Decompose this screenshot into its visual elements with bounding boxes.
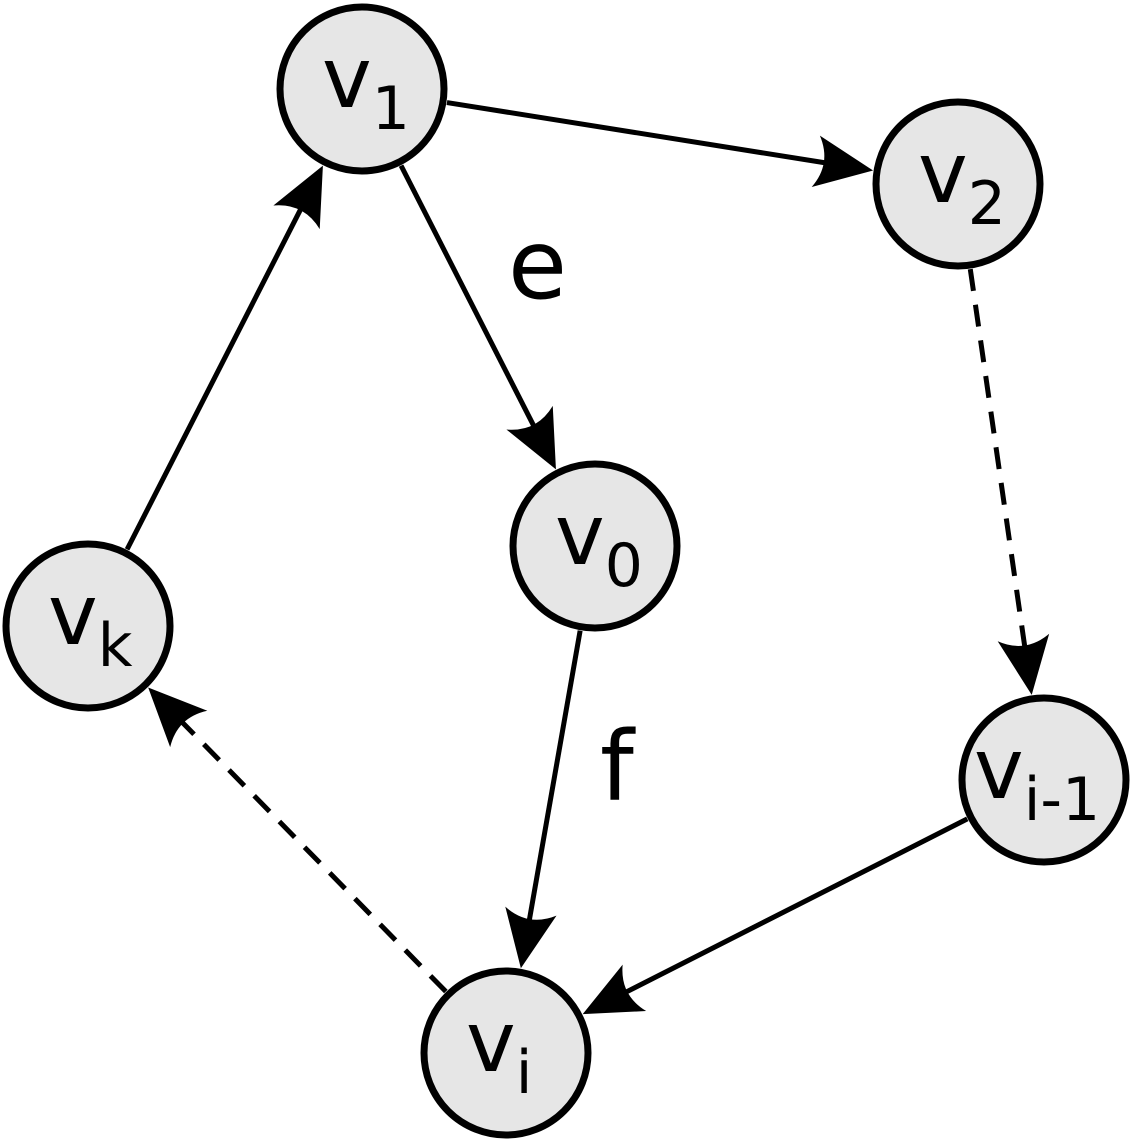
node-circle: [2, 540, 174, 712]
edge-line: [525, 630, 583, 928]
node-label-main: v: [48, 566, 98, 664]
arrowhead-icon: [582, 964, 647, 1015]
edge-line: [967, 268, 1029, 654]
node-label-subscript: 0: [605, 531, 643, 601]
edge-line: [618, 816, 969, 998]
node-vk: vk: [2, 540, 174, 712]
node-label-subscript: i: [516, 1038, 533, 1108]
edge-v0-to-vi: [505, 630, 583, 969]
node-label: v1: [322, 29, 410, 144]
edge-line: [124, 201, 307, 551]
node-label: vi: [466, 993, 532, 1108]
edge-vi-to-vk: [148, 687, 448, 994]
edge-vi1-to-vi: [582, 816, 969, 1015]
node-label-main: v: [466, 993, 516, 1091]
edge-v2-to-vi1: [967, 268, 1050, 695]
node-label: vk: [48, 566, 133, 681]
edge-labels-layer: ef: [508, 209, 636, 823]
arrowhead-icon: [505, 906, 557, 969]
arrowhead-icon: [811, 135, 874, 188]
node-label: vi-1: [974, 720, 1100, 835]
node-label-subscript: 2: [968, 169, 1006, 239]
node-v2: v2: [872, 98, 1044, 270]
node-circle: [872, 98, 1044, 270]
edge-line: [398, 164, 540, 434]
node-label-subscript: i-1: [1024, 765, 1101, 835]
node-label-subscript: k: [98, 611, 133, 681]
node-label: v0: [555, 486, 643, 601]
node-label-main: v: [555, 486, 605, 584]
node-circle: [958, 694, 1130, 866]
node-vi1: vi-1: [958, 694, 1130, 866]
node-vi: vi: [420, 967, 592, 1139]
edge-v1-to-v0: [398, 164, 556, 470]
node-label: v2: [918, 124, 1006, 239]
arrowhead-icon: [273, 165, 323, 230]
edge-line: [446, 100, 833, 167]
edge-line: [175, 715, 448, 994]
edge-vk-to-v1: [124, 165, 323, 551]
edge-v1-to-v2: [446, 100, 874, 188]
node-v0: v0: [509, 460, 681, 632]
arrowhead-icon: [997, 633, 1050, 695]
node-v1: v1: [276, 3, 448, 175]
node-circle: [420, 967, 592, 1139]
node-label-main: v: [974, 720, 1024, 818]
node-circle: [276, 3, 448, 175]
node-label-main: v: [322, 29, 372, 127]
edge-label: f: [600, 711, 636, 823]
node-circle: [509, 460, 681, 632]
node-label-subscript: 1: [372, 74, 410, 144]
node-label-main: v: [918, 124, 968, 222]
arrowhead-icon: [506, 405, 556, 470]
edge-label: e: [508, 209, 567, 321]
arrowhead-icon: [148, 687, 208, 748]
edges-layer: [124, 100, 1050, 1015]
